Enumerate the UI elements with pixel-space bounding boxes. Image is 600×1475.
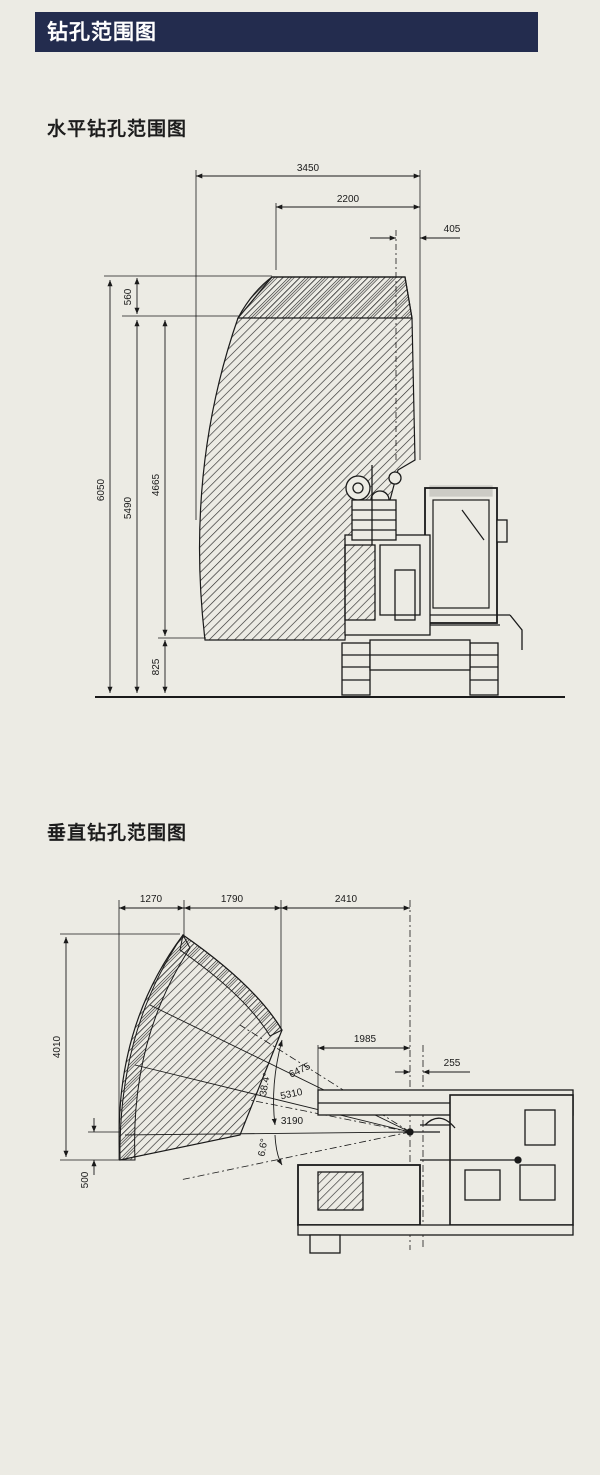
dim-825: 825 xyxy=(151,658,162,675)
dim-3190: 3190 xyxy=(281,1116,304,1127)
dim-2410: 2410 xyxy=(335,894,358,905)
horizontal-section-title: 水平钻孔范围图 xyxy=(47,118,188,140)
dim-4665: 4665 xyxy=(151,473,162,496)
dim-5310: 5310 xyxy=(279,1087,303,1102)
dim-3450: 3450 xyxy=(297,163,320,174)
dim-1790: 1790 xyxy=(221,894,244,905)
dim-405: 405 xyxy=(444,224,461,235)
drill-rig-front-view xyxy=(341,465,523,696)
vertical-diagram xyxy=(60,900,574,1254)
radius-line-3190 xyxy=(124,1131,411,1136)
dim-560: 560 xyxy=(123,288,134,305)
horizontal-range-top-band xyxy=(236,276,413,319)
dim-5490: 5490 xyxy=(123,496,134,519)
dim-2200: 2200 xyxy=(337,194,360,205)
horizontal-diagram xyxy=(95,170,565,698)
angle-6-6: 6.6° xyxy=(257,1138,271,1158)
dim-1270: 1270 xyxy=(140,894,163,905)
dim-255: 255 xyxy=(444,1058,461,1069)
dim-4010: 4010 xyxy=(52,1035,63,1058)
drill-rig-side-view xyxy=(297,1089,574,1254)
dim-6050: 6050 xyxy=(96,478,107,501)
dim-500: 500 xyxy=(80,1171,91,1188)
page-header: 钻孔范围图 xyxy=(35,12,538,52)
vertical-range-outer-band xyxy=(119,934,191,1161)
dim-1985: 1985 xyxy=(354,1034,377,1045)
angle-38-4: 38.4° xyxy=(258,1072,273,1097)
vertical-section-title: 垂直钻孔范围图 xyxy=(47,822,188,844)
dim-6475: 6475 xyxy=(287,1061,312,1081)
